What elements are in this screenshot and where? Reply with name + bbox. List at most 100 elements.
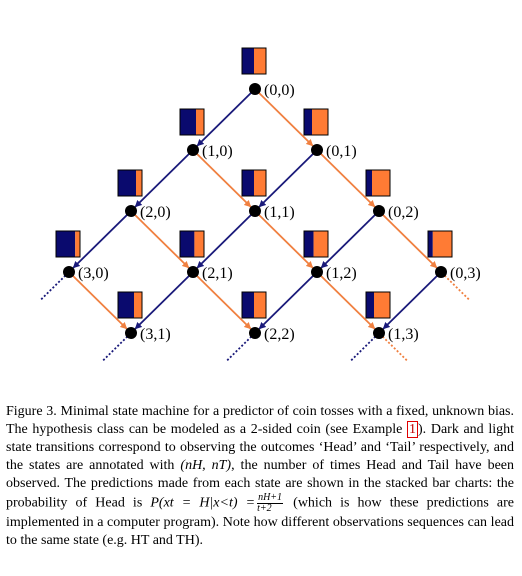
tail-transition-arrow: [71, 274, 128, 330]
state-node: [187, 144, 199, 156]
head-continuation-stub: [349, 335, 377, 362]
caption-text-1: Minimal state machine for a predictor of…: [6, 404, 514, 437]
state-label: (2,2): [264, 326, 295, 343]
prediction-bar-frame: [179, 230, 205, 258]
tail-probability-bar: [75, 231, 80, 257]
state-label: (1,1): [264, 204, 295, 221]
caption-text-3: , the number of times Head and Tail have…: [6, 458, 514, 511]
head-transition-arrow: [196, 91, 253, 147]
state-node: [249, 327, 261, 339]
tail-transition-arrow: [133, 213, 190, 269]
head-continuation-stub: [225, 335, 253, 362]
state-label: (2,0): [140, 204, 171, 221]
head-probability-bar: [428, 231, 433, 257]
head-probability-bar: [304, 231, 314, 257]
head-continuation-stub: [101, 335, 129, 362]
prediction-bar-frame: [241, 47, 267, 75]
head-transition-arrow: [72, 213, 129, 269]
head-probability-bar: [56, 231, 76, 257]
prediction-bar-frame: [179, 108, 205, 136]
state-annotation-notation: (nH, nT): [180, 458, 232, 473]
prediction-bar-frame: [365, 169, 391, 197]
head-transition-arrow: [382, 274, 439, 330]
prediction-bar-frame: [303, 108, 329, 136]
state-label: (0,0): [264, 82, 295, 99]
state-label: (1,3): [388, 326, 419, 343]
prediction-bar-frame: [117, 291, 143, 319]
tail-probability-bar: [374, 292, 390, 318]
state-node: [187, 266, 199, 278]
state-labels: (0,0)(1,0)(0,1)(2,0)(1,1)(0,2)(3,0)(2,1)…: [78, 82, 481, 343]
state-label: (3,1): [140, 326, 171, 343]
state-node: [63, 266, 75, 278]
tail-transition-arrow: [195, 274, 252, 330]
state-label: (0,2): [388, 204, 419, 221]
state-node: [311, 144, 323, 156]
head-transition-arrow: [258, 274, 315, 330]
caption-text-4: (which is how these predictions are impl…: [6, 495, 515, 548]
head-transition-arrow: [134, 274, 191, 330]
tail-transition-arrow: [257, 213, 314, 269]
caption-text-2: ). Dark and light state transitions corr…: [6, 422, 514, 473]
head-probability-bar: [180, 109, 196, 135]
tail-probability-bar: [254, 170, 266, 196]
head-probability-bar: [118, 292, 134, 318]
state-node: [125, 327, 137, 339]
state-node: [125, 205, 137, 217]
state-label: (1,2): [326, 265, 357, 282]
state-node: [435, 266, 447, 278]
head-probability-bar: [242, 48, 254, 74]
tail-continuation-stub: [381, 335, 409, 362]
tail-probability-bar: [196, 109, 204, 135]
state-label: (3,0): [78, 265, 109, 282]
transition-edges: [71, 91, 439, 330]
tail-probability-bar: [432, 231, 452, 257]
tail-transition-arrow: [319, 274, 376, 330]
state-node: [249, 205, 261, 217]
head-continuation-stub: [39, 274, 67, 301]
head-probability-bar: [242, 292, 254, 318]
state-nodes: [63, 83, 447, 339]
tail-continuation-stub: [443, 274, 471, 301]
head-probability-bar: [242, 170, 254, 196]
head-probability-bar: [304, 109, 312, 135]
tail-transition-arrow: [257, 91, 314, 147]
tail-probability-bar: [254, 48, 266, 74]
head-transition-arrow: [196, 213, 253, 269]
tail-probability-bar: [313, 231, 328, 257]
tail-probability-bar: [136, 170, 142, 196]
tail-transition-arrow: [195, 152, 252, 208]
state-label: (2,1): [202, 265, 233, 282]
head-transition-arrow: [258, 152, 315, 208]
figure-caption: Figure 3. Minimal state machine for a pr…: [6, 403, 514, 550]
tail-probability-bar: [254, 292, 266, 318]
figure-label: Figure 3.: [6, 404, 57, 419]
probability-formula: P(xt = H|x<t) =: [150, 495, 256, 511]
head-probability-bar: [366, 170, 372, 196]
tail-probability-bar: [134, 292, 142, 318]
continuation-stubs: [39, 274, 471, 362]
example-reference-link[interactable]: 1: [407, 421, 419, 438]
state-label: (0,3): [450, 265, 481, 282]
state-label: (0,1): [326, 143, 357, 160]
head-transition-arrow: [134, 152, 191, 208]
prediction-bar-frame: [55, 230, 81, 258]
prediction-bar-frame: [241, 291, 267, 319]
state-node: [373, 327, 385, 339]
prediction-bars: [55, 47, 453, 319]
tail-probability-bar: [312, 109, 328, 135]
prediction-bar-frame: [117, 169, 143, 197]
fraction-denominator: t+2: [257, 503, 272, 514]
state-node: [311, 266, 323, 278]
tail-probability-bar: [194, 231, 204, 257]
head-probability-bar: [118, 170, 136, 196]
head-probability-bar: [180, 231, 195, 257]
tail-transition-arrow: [319, 152, 376, 208]
prediction-bar-frame: [427, 230, 453, 258]
tail-probability-bar: [372, 170, 390, 196]
prediction-bar-frame: [303, 230, 329, 258]
prediction-bar-frame: [241, 169, 267, 197]
tail-transition-arrow: [381, 213, 438, 269]
state-machine-diagram: (0,0)(1,0)(0,1)(2,0)(1,1)(0,2)(3,0)(2,1)…: [39, 47, 481, 362]
